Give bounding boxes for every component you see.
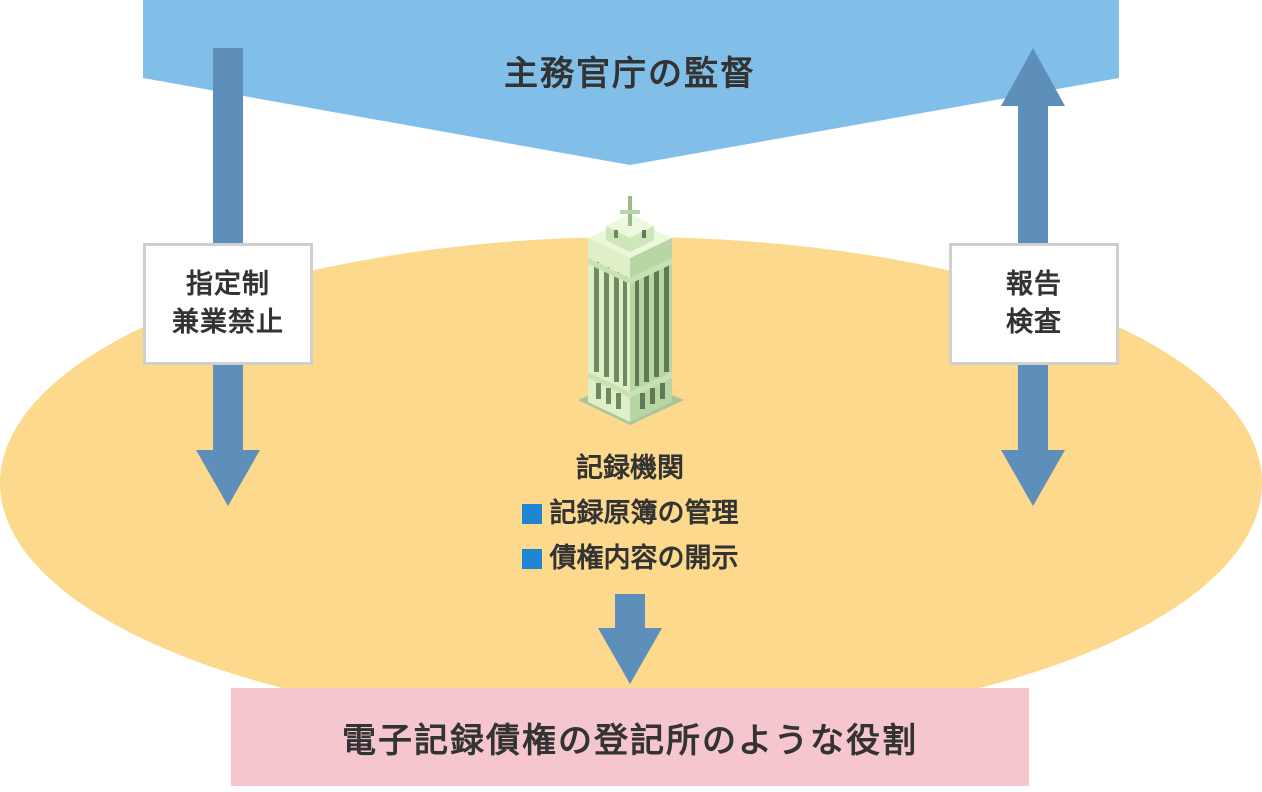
- supervision-band: [143, 0, 1119, 165]
- down-arrow-center-icon: [598, 594, 662, 684]
- report-inspection-label-box: 報告 検査: [949, 243, 1119, 365]
- registry-bullet-2: 債権内容の開示: [430, 536, 830, 581]
- registry-ellipse: [0, 237, 1262, 729]
- role-text: 電子記録債権の登記所のような役割: [342, 720, 918, 761]
- designation-label-line2: 兼業禁止: [172, 307, 284, 338]
- designation-label-box: 指定制 兼業禁止: [143, 243, 313, 365]
- designation-label-line1: 指定制: [186, 269, 270, 300]
- square-bullet-icon: [521, 503, 542, 524]
- report-label-line1: 報告: [1006, 269, 1062, 300]
- registry-bullet-1-text: 記録原簿の管理: [549, 498, 739, 529]
- supervision-title: 主務官庁の監督: [504, 54, 756, 94]
- report-label-line2: 検査: [1006, 307, 1062, 338]
- registry-bullet-1: 記録原簿の管理: [430, 491, 830, 536]
- registry-bullet-2-text: 債権内容の開示: [549, 543, 739, 574]
- role-box: 電子記録債権の登記所のような役割: [231, 688, 1029, 786]
- square-bullet-icon: [521, 548, 542, 569]
- office-building-icon: [578, 196, 684, 425]
- registry-name: 記録機関: [576, 453, 684, 484]
- registry-info: 記録機関 記録原簿の管理 債権内容の開示: [430, 446, 830, 581]
